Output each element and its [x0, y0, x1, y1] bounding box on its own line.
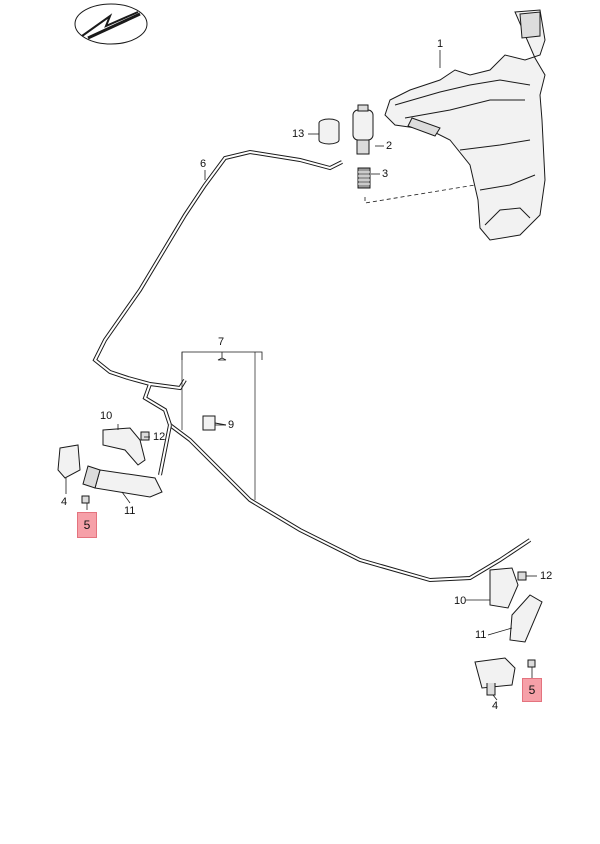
label-part-1: 1 [437, 38, 444, 50]
label-part-10-right: 10 [454, 595, 467, 607]
label-part-10-left: 10 [100, 410, 113, 422]
label-part-9: 9 [228, 419, 235, 431]
label-part-11-right: 11 [475, 629, 487, 641]
label-part-12-right: 12 [540, 570, 553, 582]
left-telescopic-cylinder [82, 465, 163, 498]
left-screws [81, 431, 150, 504]
left-bracket [102, 427, 146, 466]
dashed-connector [364, 184, 476, 204]
label-part-7: 7 [218, 336, 225, 348]
right-nozzle-plate [474, 657, 516, 696]
pump-filter [357, 167, 371, 189]
left-nozzle-plate [57, 444, 81, 479]
label-part-2: 2 [386, 140, 393, 152]
label-part-4-left: 4 [61, 496, 68, 508]
label-7-leaders [181, 352, 256, 500]
washer-hose [92, 149, 532, 583]
label-part-12-left: 12 [153, 431, 166, 443]
grommet [318, 118, 340, 145]
label-part-5-left-highlight: 5 [77, 512, 97, 538]
washer-pump [352, 104, 374, 155]
label-part-5-right-highlight: 5 [522, 678, 542, 702]
label-part-5-left: 5 [83, 518, 91, 532]
right-bracket [489, 567, 519, 609]
label-7-bracket [181, 351, 263, 361]
label-part-5-right: 5 [528, 683, 536, 697]
label-part-3: 3 [382, 168, 389, 180]
label-part-4-right: 4 [492, 700, 499, 712]
washer-reservoir [384, 9, 546, 241]
vw-logo-icon [74, 3, 148, 45]
right-telescopic-cylinder [509, 594, 543, 643]
label-part-13: 13 [292, 128, 305, 140]
hose-clip [202, 415, 227, 431]
label-part-6: 6 [200, 158, 207, 170]
leader-lines [65, 50, 537, 701]
label-part-11-left: 11 [124, 505, 136, 517]
